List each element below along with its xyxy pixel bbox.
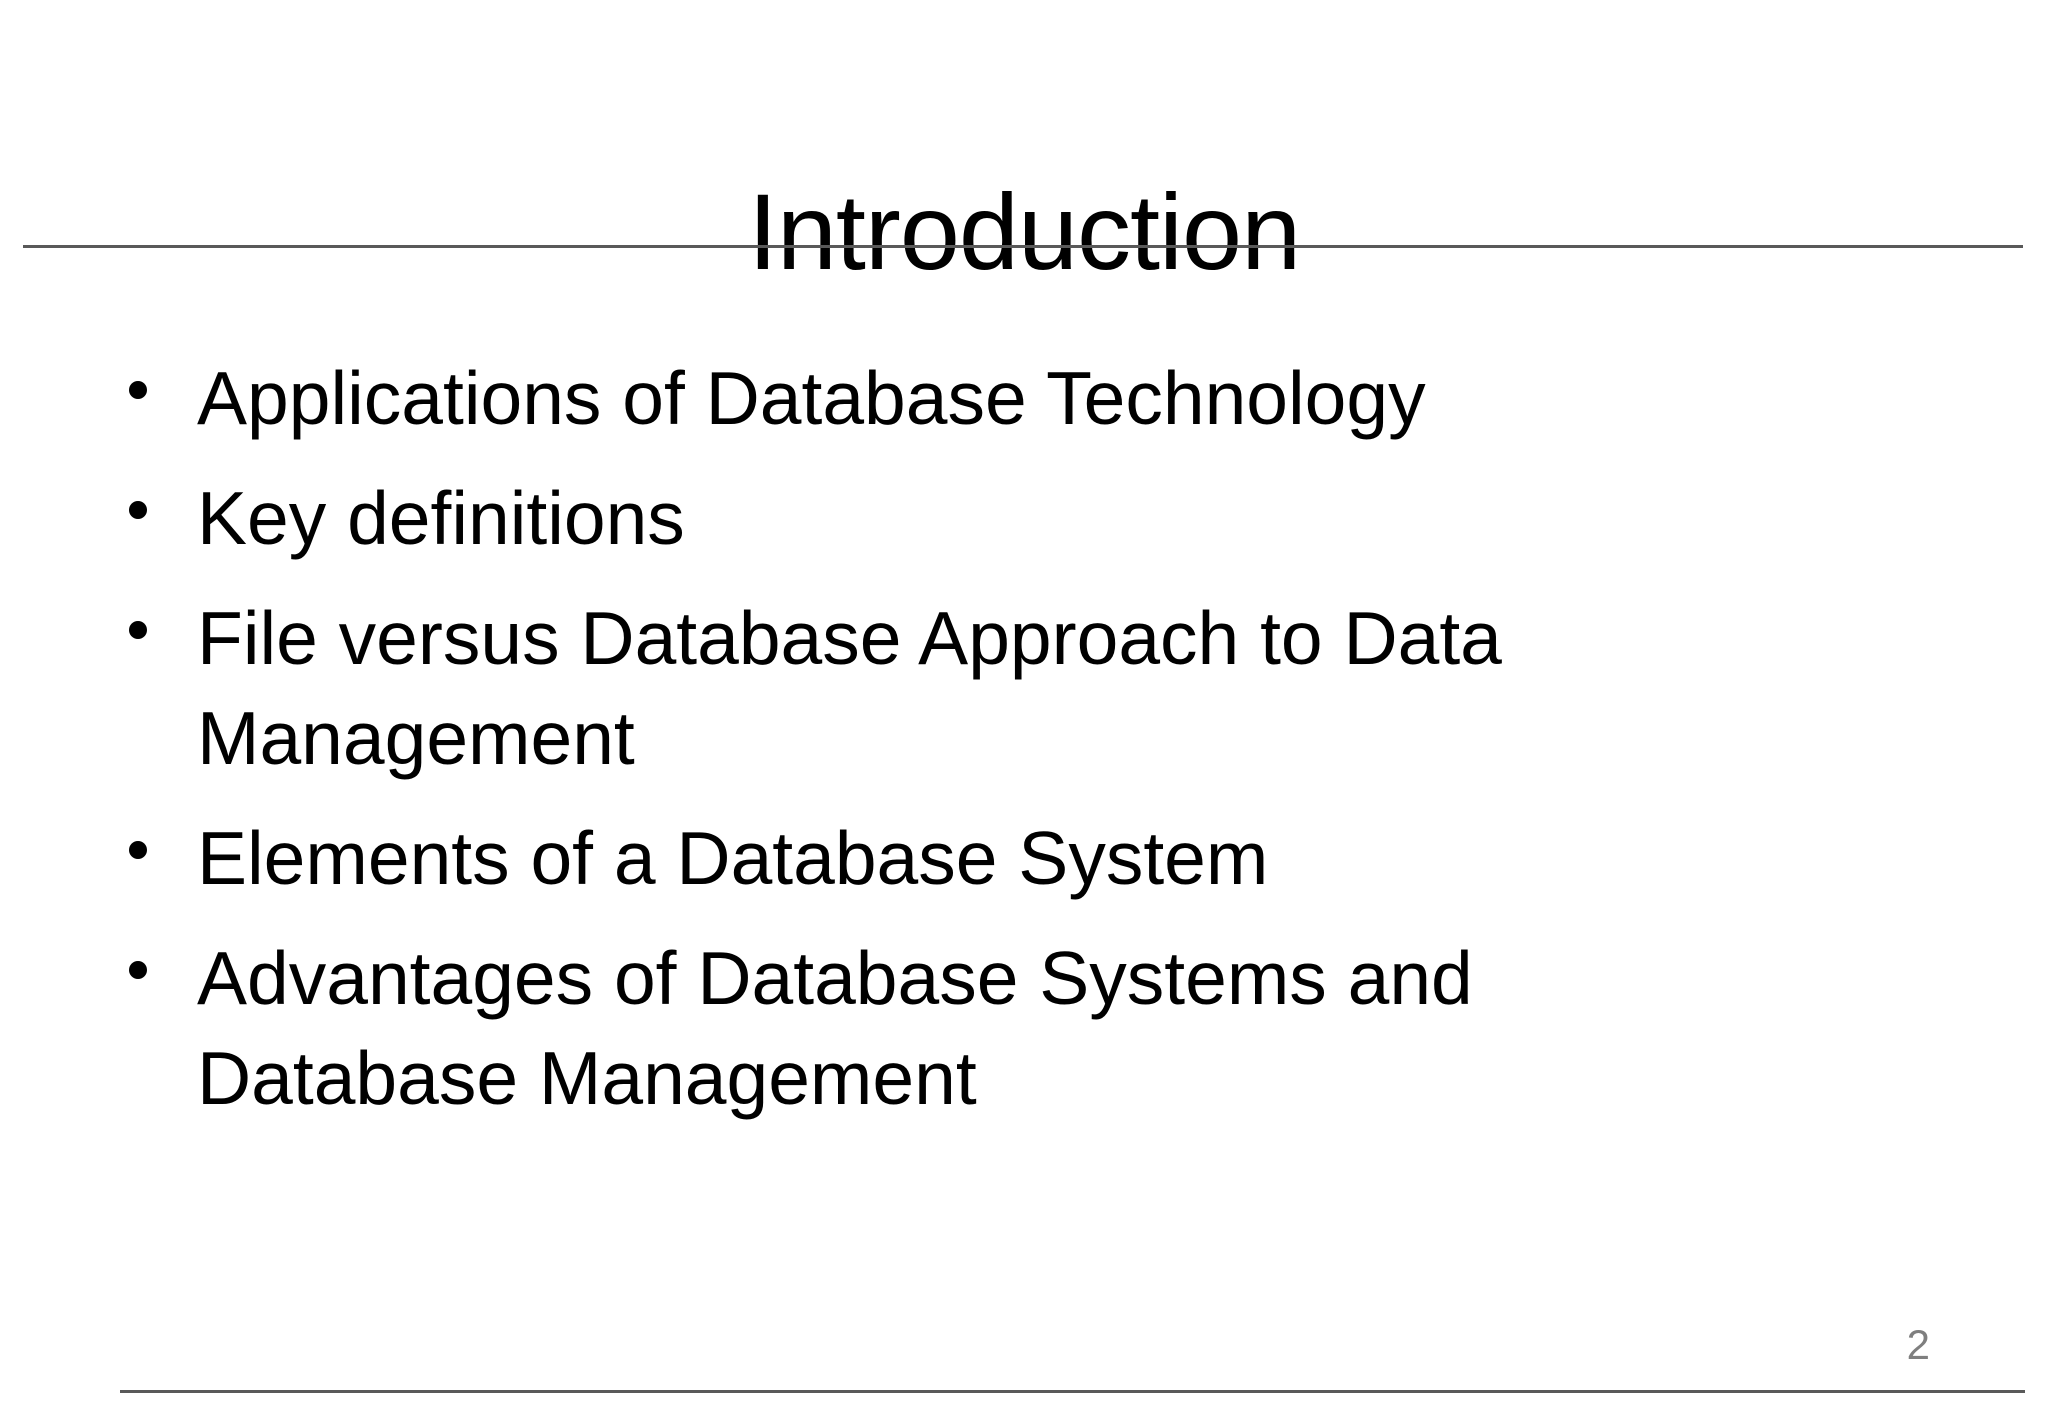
bullet-item: Key definitions xyxy=(123,468,1803,568)
bullet-icon xyxy=(129,501,147,519)
bullet-text: Key definitions xyxy=(197,476,685,560)
title-divider-line xyxy=(23,245,2023,248)
bullet-item: Elements of a Database System xyxy=(123,808,1803,908)
footer-divider-line xyxy=(120,1390,2025,1393)
page-number: 2 xyxy=(1906,1321,1930,1368)
bullet-text: Advantages of Database Systems and Datab… xyxy=(197,936,1473,1120)
bullet-text: Applications of Database Technology xyxy=(197,356,1426,440)
bullet-item: Advantages of Database Systems and Datab… xyxy=(123,928,1803,1128)
bullet-item: Applications of Database Technology xyxy=(123,348,1803,448)
bullet-icon xyxy=(129,381,147,399)
bullet-icon xyxy=(129,621,147,639)
bullet-icon xyxy=(129,841,147,859)
bullet-text: Elements of a Database System xyxy=(197,816,1269,900)
bullet-list: Applications of Database Technology Key … xyxy=(123,348,1803,1148)
slide-title: Introduction xyxy=(747,171,1301,293)
bullet-icon xyxy=(129,961,147,979)
bullet-text: File versus Database Approach to Data Ma… xyxy=(197,596,1502,780)
bullet-item: File versus Database Approach to Data Ma… xyxy=(123,588,1803,788)
